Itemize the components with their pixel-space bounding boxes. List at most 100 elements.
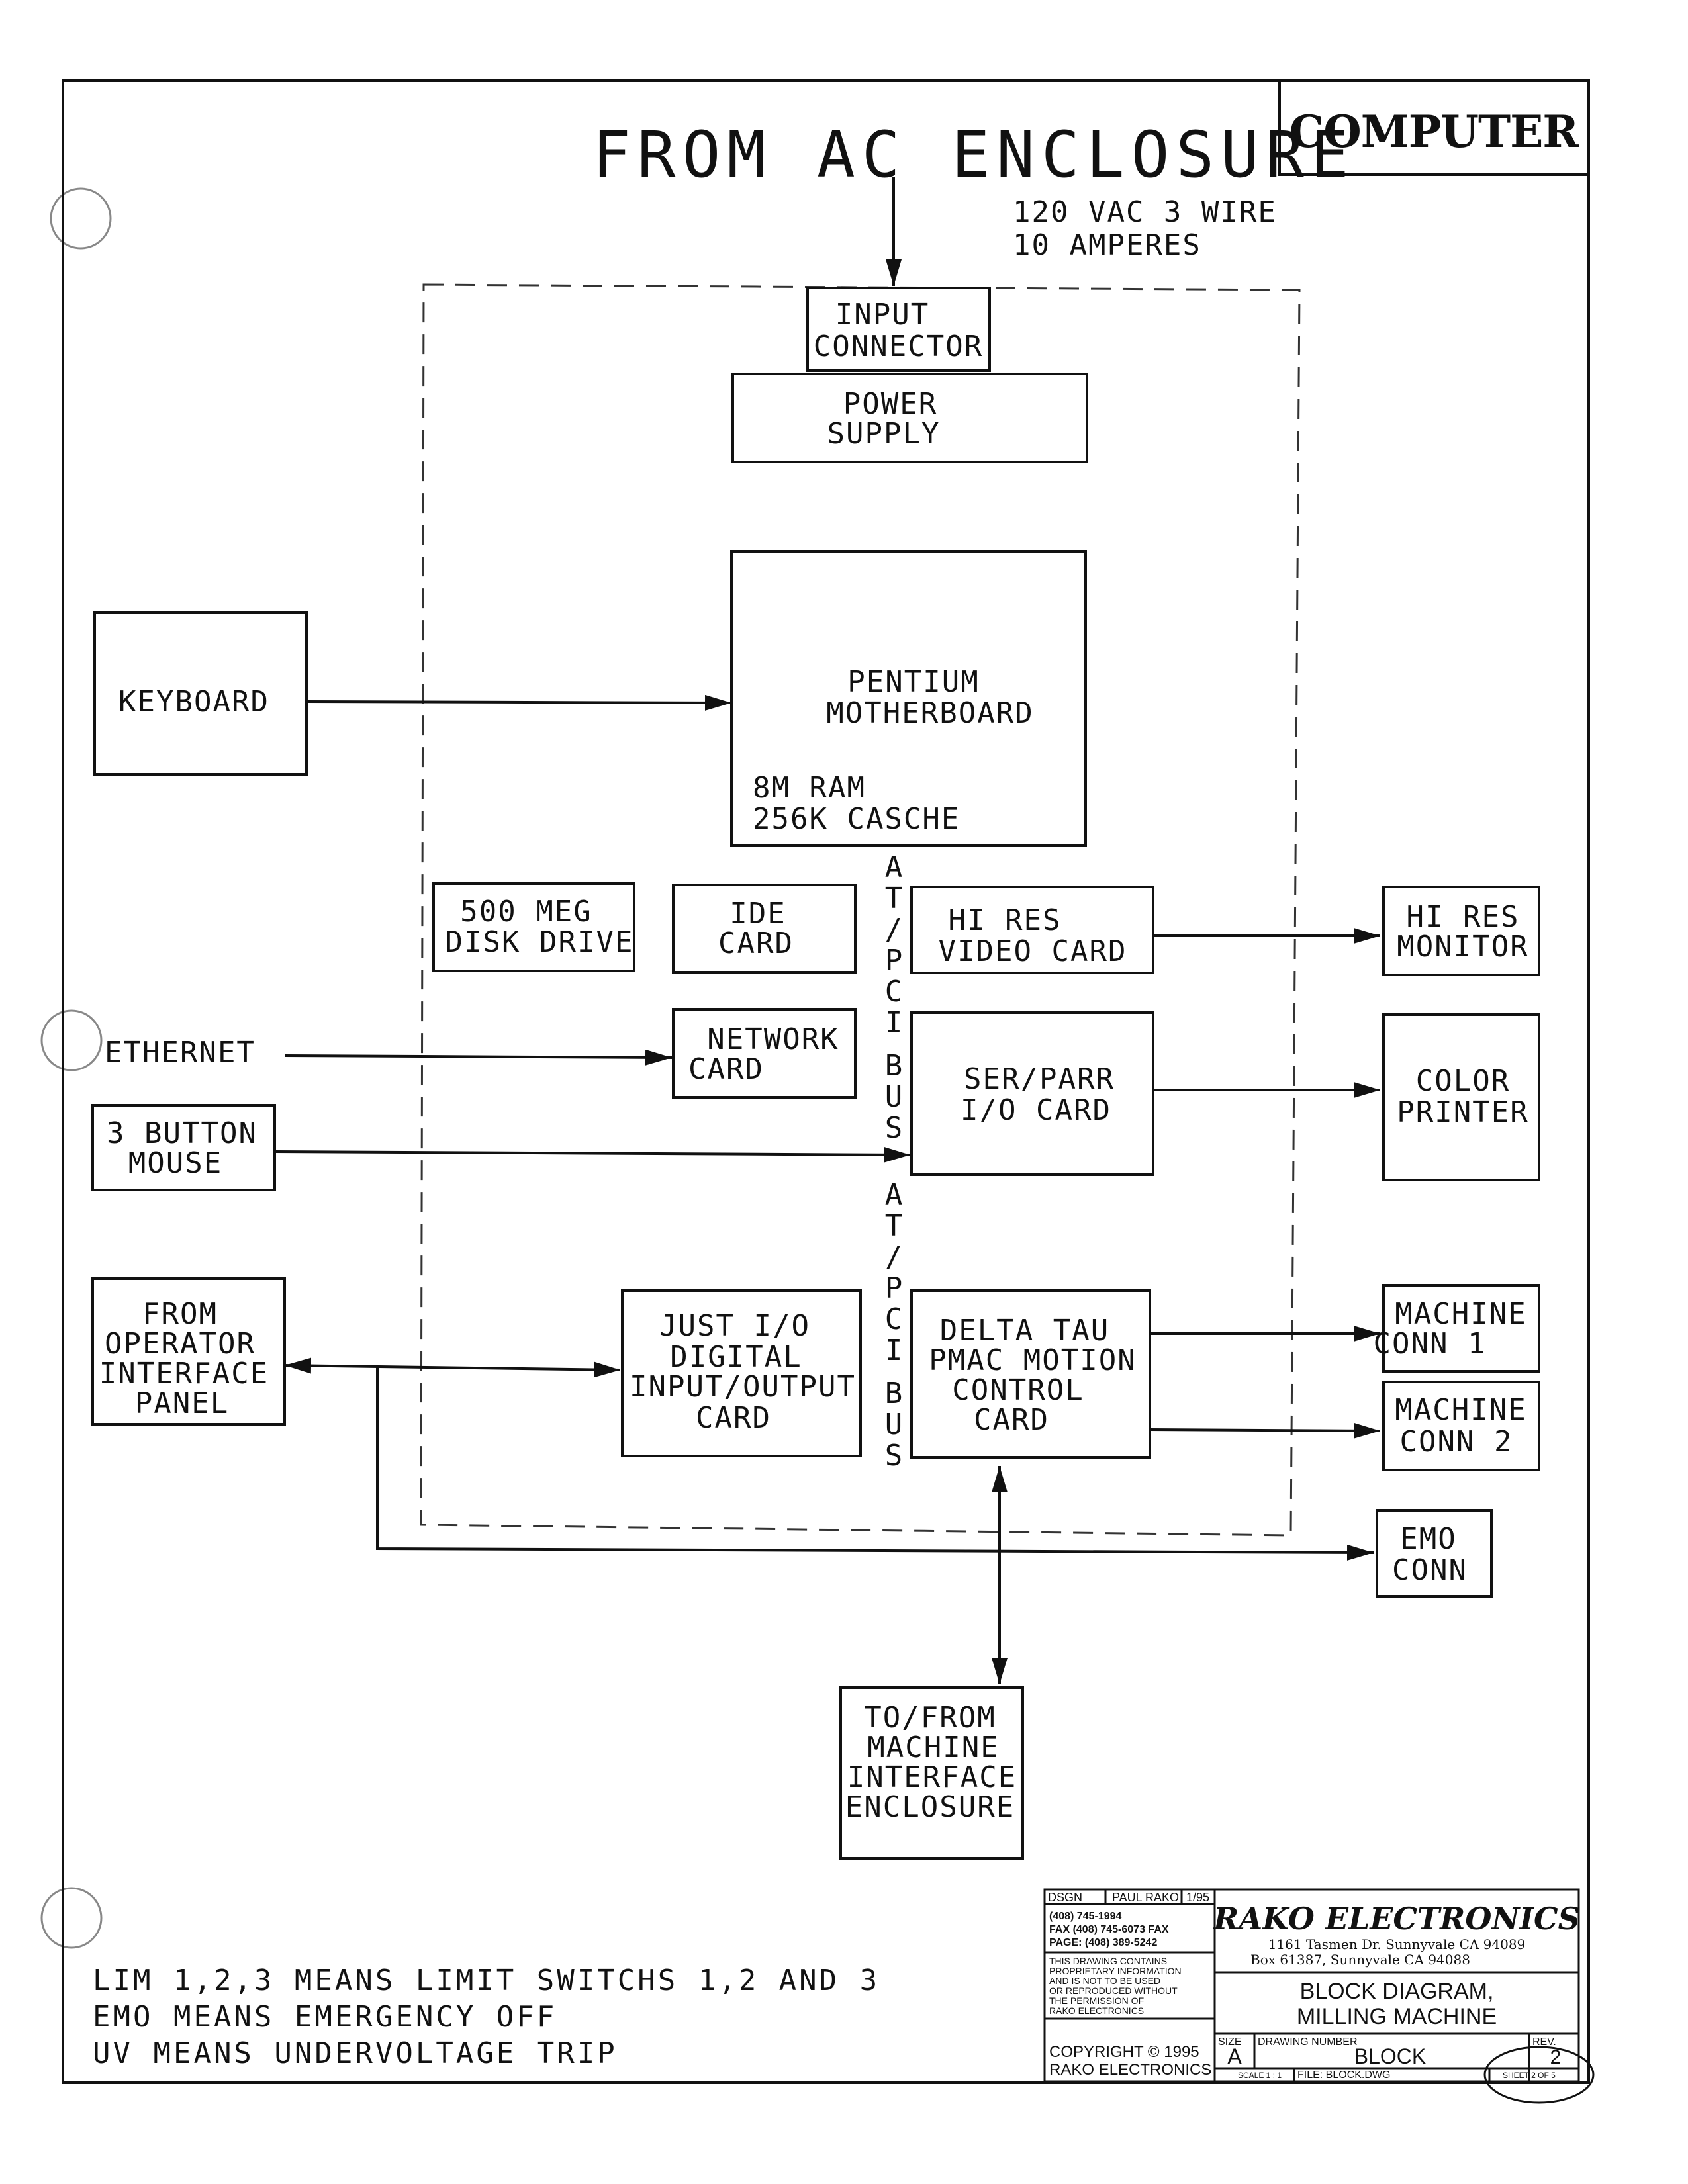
rev-value: 2 bbox=[1550, 2046, 1562, 2068]
bus-letter: C bbox=[885, 975, 903, 1009]
dsgn-label: DSGN bbox=[1048, 1891, 1082, 1904]
just-io-box bbox=[621, 1289, 862, 1457]
rev-label: REV. bbox=[1532, 2036, 1556, 2048]
monitor-line-2: MONITOR bbox=[1397, 930, 1528, 964]
operator-to-just-io-arrow bbox=[284, 1357, 621, 1378]
design-date: 1/95 bbox=[1186, 1891, 1209, 1904]
bus-letter: S bbox=[885, 1111, 903, 1145]
machine-interface-box bbox=[839, 1686, 1024, 1860]
power-supply-box bbox=[731, 373, 1088, 463]
phone-line-1: (408) 745-1994 bbox=[1049, 1911, 1122, 1922]
just-io-line-4: CARD bbox=[696, 1401, 771, 1435]
motherboard-box bbox=[730, 550, 1087, 847]
bus-letter: B bbox=[885, 1377, 903, 1410]
proprietary-line-4: OR REPRODUCED WITHOUT bbox=[1049, 1985, 1178, 1996]
bus-letter: U bbox=[885, 1408, 903, 1441]
ser-parr-line-1: SER/PARR bbox=[964, 1062, 1115, 1096]
bus-letter: U bbox=[885, 1080, 903, 1114]
bus-letter: A bbox=[885, 1178, 903, 1212]
emo-conn-line-1: EMO bbox=[1400, 1522, 1456, 1556]
sheet-label: SHEET 2 OF 5 bbox=[1503, 2071, 1556, 2080]
size-label: SIZE bbox=[1218, 2036, 1242, 2048]
bus-letter: T bbox=[885, 882, 903, 915]
machine-conn-2-line-2: CONN 2 bbox=[1400, 1425, 1513, 1459]
proprietary-line-1: THIS DRAWING CONTAINS bbox=[1049, 1956, 1167, 1966]
just-io-line-2: DIGITAL bbox=[670, 1340, 802, 1374]
input-connector-box bbox=[806, 287, 991, 372]
bus-letter: C bbox=[885, 1302, 903, 1336]
bus-letter: S bbox=[885, 1439, 903, 1473]
file-label: FILE: BLOCK.DWG bbox=[1297, 2070, 1390, 2081]
binder-hole-top bbox=[50, 187, 112, 250]
power-supply-line-2: SUPPLY bbox=[827, 417, 941, 451]
just-io-line-1: JUST I/O bbox=[659, 1309, 810, 1343]
input-connector-line-1: INPUT bbox=[835, 298, 929, 332]
emo-conn-line-2: CONN bbox=[1392, 1553, 1468, 1587]
bus-label-upper: A T / P C I B U S bbox=[885, 850, 903, 1145]
mouse-line-1: 3 BUTTON bbox=[107, 1116, 258, 1150]
machine-conn-2-box bbox=[1382, 1381, 1540, 1471]
network-card-line-2: CARD bbox=[688, 1052, 764, 1086]
bus-letter: B bbox=[885, 1049, 903, 1083]
machine-interface-line-1: TO/FROM bbox=[864, 1701, 996, 1735]
phone-line-2: FAX (408) 745-6073 FAX bbox=[1049, 1924, 1169, 1935]
motherboard-cache: 256K CASCHE bbox=[753, 802, 960, 836]
machine-interface-line-4: ENCLOSURE bbox=[845, 1790, 1015, 1824]
machine-conn-1-box bbox=[1382, 1284, 1540, 1373]
mouse-to-ser-parr-arrow bbox=[274, 1146, 911, 1163]
bus-label-lower: A T / P C I B U S bbox=[885, 1178, 903, 1473]
corner-label: COMPUTER bbox=[1289, 106, 1580, 158]
address-line-1: 1161 Tasmen Dr. Sunnyvale CA 94089 bbox=[1268, 1936, 1526, 1952]
input-connector-line-2: CONNECTOR bbox=[814, 330, 983, 363]
ethernet-to-network-arrow bbox=[284, 1049, 673, 1066]
designer-name: PAUL RAKO bbox=[1112, 1891, 1179, 1904]
motherboard-line-1: PENTIUM bbox=[847, 665, 979, 699]
delta-tau-line-4: CARD bbox=[974, 1403, 1049, 1437]
disk-drive-box bbox=[432, 882, 635, 972]
monitor-line-1: HI RES bbox=[1407, 900, 1520, 934]
color-printer-line-2: PRINTER bbox=[1397, 1095, 1528, 1129]
operator-panel-line-3: INTERFACE bbox=[99, 1357, 269, 1390]
mouse-line-2: MOUSE bbox=[128, 1146, 222, 1180]
motherboard-line-2: MOTHERBOARD bbox=[826, 696, 1033, 730]
power-spec-line-2: 10 AMPERES bbox=[1013, 228, 1201, 262]
scale-label: SCALE 1 : 1 bbox=[1238, 2071, 1282, 2080]
note-line-2: EMO MEANS EMERGENCY OFF bbox=[93, 2000, 557, 2034]
mouse-box bbox=[91, 1104, 276, 1191]
color-printer-line-1: COLOR bbox=[1416, 1064, 1510, 1098]
note-line-3: UV MEANS UNDERVOLTAGE TRIP bbox=[93, 2036, 618, 2070]
network-card-line-1: NETWORK bbox=[707, 1023, 839, 1056]
ser-parr-card-box bbox=[910, 1011, 1154, 1176]
emo-branch-line bbox=[376, 1367, 1374, 1561]
video-card-box bbox=[910, 886, 1154, 974]
operator-panel-box bbox=[91, 1277, 286, 1426]
delta-tau-box bbox=[910, 1289, 1151, 1459]
size-value: A bbox=[1227, 2044, 1242, 2068]
bus-letter: / bbox=[885, 1240, 903, 1274]
bus-letter: I bbox=[885, 1334, 903, 1367]
ide-card-line-1: IDE bbox=[729, 897, 786, 931]
rev-circle-mark bbox=[1483, 2046, 1595, 2104]
keyboard-label: KEYBOARD bbox=[118, 685, 269, 719]
machine-conn-1-line-2: CONN 1 bbox=[1374, 1327, 1487, 1361]
computer-enclosure-outline bbox=[420, 283, 1301, 1537]
disk-drive-line-2: DISK DRIVE bbox=[445, 925, 634, 959]
machine-interface-line-2: MACHINE bbox=[867, 1731, 999, 1764]
note-line-1: LIM 1,2,3 MEANS LIMIT SWITCHS 1,2 AND 3 bbox=[93, 1964, 880, 1997]
bus-letter: I bbox=[885, 1006, 903, 1040]
proprietary-line-2: PROPRIETARY INFORMATION bbox=[1049, 1966, 1182, 1976]
machine-conn-1-line-1: MACHINE bbox=[1395, 1297, 1526, 1331]
delta-tau-line-2: PMAC MOTION bbox=[929, 1343, 1136, 1377]
power-spec-line-1: 120 VAC 3 WIRE bbox=[1013, 195, 1277, 229]
bus-letter: T bbox=[885, 1209, 903, 1243]
keyboard-to-motherboard-arrow bbox=[306, 694, 732, 711]
motherboard-ram: 8M RAM bbox=[753, 771, 866, 805]
binder-hole-middle bbox=[40, 1009, 103, 1071]
machine-conn-2-line-1: MACHINE bbox=[1395, 1393, 1526, 1427]
drawing-title-line-1: BLOCK DIAGRAM, bbox=[1300, 1979, 1494, 2004]
power-supply-line-1: POWER bbox=[843, 387, 937, 421]
delta-tau-line-1: DELTA TAU bbox=[940, 1314, 1109, 1347]
color-printer-box bbox=[1382, 1013, 1540, 1181]
bus-letter: P bbox=[885, 1271, 903, 1305]
bus-letter: P bbox=[885, 944, 903, 978]
